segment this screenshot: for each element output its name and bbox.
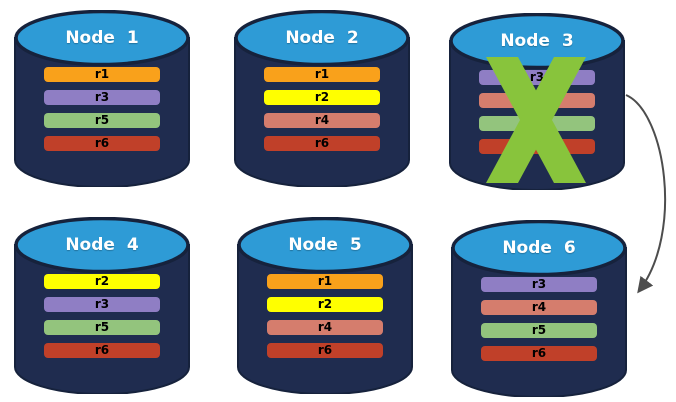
replica-bar: r5 (479, 116, 595, 131)
node-title: Node 2 (285, 28, 359, 48)
replica-bar: r4 (479, 93, 595, 108)
node-title: Node 6 (502, 238, 576, 258)
node-title: Node 5 (288, 235, 362, 255)
replica-bar: r1 (267, 274, 383, 289)
node-title: Node 3 (500, 31, 574, 51)
node-1: Node 1 r1 r3 r5 r6 (13, 10, 191, 187)
replica-bar: r4 (267, 320, 383, 335)
replica-bar: r2 (44, 274, 160, 289)
replica-bar: r3 (44, 90, 160, 105)
node-3: Node 3 r3 r4 r5 r6 (448, 13, 626, 190)
replica-bar: r1 (44, 67, 160, 82)
replica-bar: r6 (481, 346, 597, 361)
replica-bar: r3 (44, 297, 160, 312)
replica-bar: r5 (481, 323, 597, 338)
replica-bar: r2 (267, 297, 383, 312)
replica-bar: r3 (481, 277, 597, 292)
replica-bar: r6 (264, 136, 380, 151)
replica-bar: r3 (479, 70, 595, 85)
node-2: Node 2 r1 r2 r4 r6 (233, 10, 411, 187)
replica-bar: r1 (264, 67, 380, 82)
replica-bar: r5 (44, 113, 160, 128)
node-6: Node 6 r3 r4 r5 r6 (450, 220, 628, 397)
replica-bar: r4 (264, 113, 380, 128)
replica-bar: r2 (264, 90, 380, 105)
replica-bar: r5 (44, 320, 160, 335)
replica-bar: r6 (44, 136, 160, 151)
node-4: Node 4 r2 r3 r5 r6 (13, 217, 191, 394)
replica-bar: r6 (44, 343, 160, 358)
node-5: Node 5 r1 r2 r4 r6 (236, 217, 414, 394)
node-title: Node 4 (65, 235, 139, 255)
replica-bar: r6 (479, 139, 595, 154)
replica-bar: r6 (267, 343, 383, 358)
replica-bar: r4 (481, 300, 597, 315)
node-title: Node 1 (65, 28, 139, 48)
